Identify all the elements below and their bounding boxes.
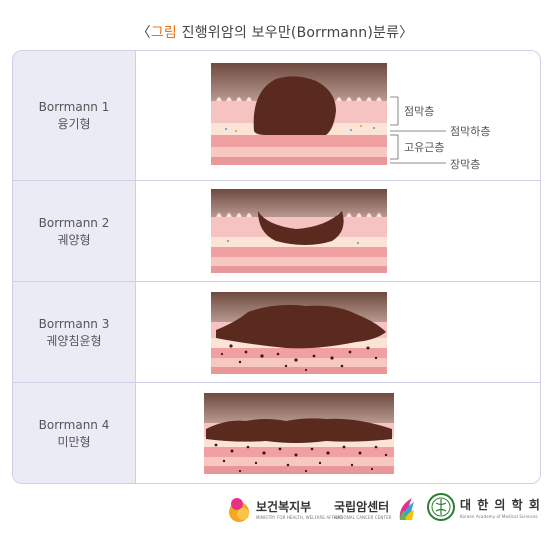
mohw-name: 보건복지부 bbox=[256, 500, 312, 514]
row-label: Borrmann 1 융기형 bbox=[13, 51, 136, 180]
footer-logos: 보건복지부 MINISTRY FOR HEALTH, WELFARE AFFAI… bbox=[0, 488, 550, 532]
classification-table: Borrmann 1 융기형 bbox=[12, 50, 541, 484]
row-figure bbox=[136, 383, 540, 483]
ulcer-infiltrative-shape bbox=[216, 304, 386, 349]
borrmann-4-illustration bbox=[204, 393, 394, 474]
kams-name-en: Korean Academy of Medical Sciences bbox=[460, 514, 538, 519]
row-name: 궤양침윤형 bbox=[46, 333, 102, 348]
row-type: Borrmann 3 bbox=[38, 316, 110, 331]
figure-title: 〈그림 진행위암의 보우만(Borrmann)분류〉 bbox=[0, 22, 550, 42]
diffuse-infiltration-shape bbox=[206, 418, 392, 443]
row-figure bbox=[136, 282, 540, 383]
tumor-shape bbox=[253, 76, 336, 135]
mohw-name-en: MINISTRY FOR HEALTH, WELFARE AFFAIRS bbox=[256, 515, 344, 520]
row-type: Borrmann 2 bbox=[38, 215, 110, 230]
row-figure bbox=[136, 181, 540, 282]
row-name: 융기형 bbox=[57, 116, 91, 131]
borrmann-3-illustration bbox=[211, 292, 387, 374]
row-name: 궤양형 bbox=[57, 232, 91, 247]
row-borrmann-2: Borrmann 2 궤양형 bbox=[13, 180, 540, 282]
ncc-name-en: NATIONAL CANCER CENTER bbox=[334, 515, 392, 520]
label-mucosa: 점막층 bbox=[404, 105, 434, 118]
label-muscularis: 고유근층 bbox=[404, 141, 444, 154]
row-figure: 점막층 점막하층 고유근층 장막층 bbox=[136, 51, 540, 180]
mohw-logo-icon bbox=[229, 498, 249, 522]
ncc-logo-icon bbox=[399, 498, 414, 520]
ulcer-shape bbox=[258, 211, 344, 245]
row-borrmann-3: Borrmann 3 궤양침윤형 bbox=[13, 281, 540, 383]
row-type: Borrmann 1 bbox=[38, 99, 110, 114]
row-name: 미만형 bbox=[57, 434, 91, 449]
borrmann-2-illustration bbox=[211, 189, 387, 273]
row-borrmann-4: Borrmann 4 미만형 bbox=[13, 382, 540, 483]
row-label: Borrmann 3 궤양침윤형 bbox=[13, 282, 136, 383]
title-bracket-open: 〈 bbox=[136, 25, 151, 41]
row-label: Borrmann 4 미만형 bbox=[13, 383, 136, 483]
title-bracket-close: 〉 bbox=[399, 25, 414, 41]
kams-seal-icon bbox=[427, 493, 455, 521]
label-submucosa: 점막하층 bbox=[450, 124, 490, 138]
row-borrmann-1: Borrmann 1 융기형 bbox=[13, 51, 540, 180]
row-label: Borrmann 2 궤양형 bbox=[13, 181, 136, 282]
title-text: 진행위암의 보우만(Borrmann)분류 bbox=[176, 25, 400, 41]
title-accent: 그림 bbox=[150, 25, 177, 41]
label-serosa: 장막층 bbox=[450, 158, 480, 171]
borrmann-1-illustration: 점막층 점막하층 고유근층 장막층 bbox=[211, 63, 490, 171]
kams-name: 대 한 의 학 회 bbox=[460, 498, 541, 512]
row-type: Borrmann 4 bbox=[38, 417, 110, 432]
ncc-name: 국립암센터 bbox=[334, 500, 390, 514]
